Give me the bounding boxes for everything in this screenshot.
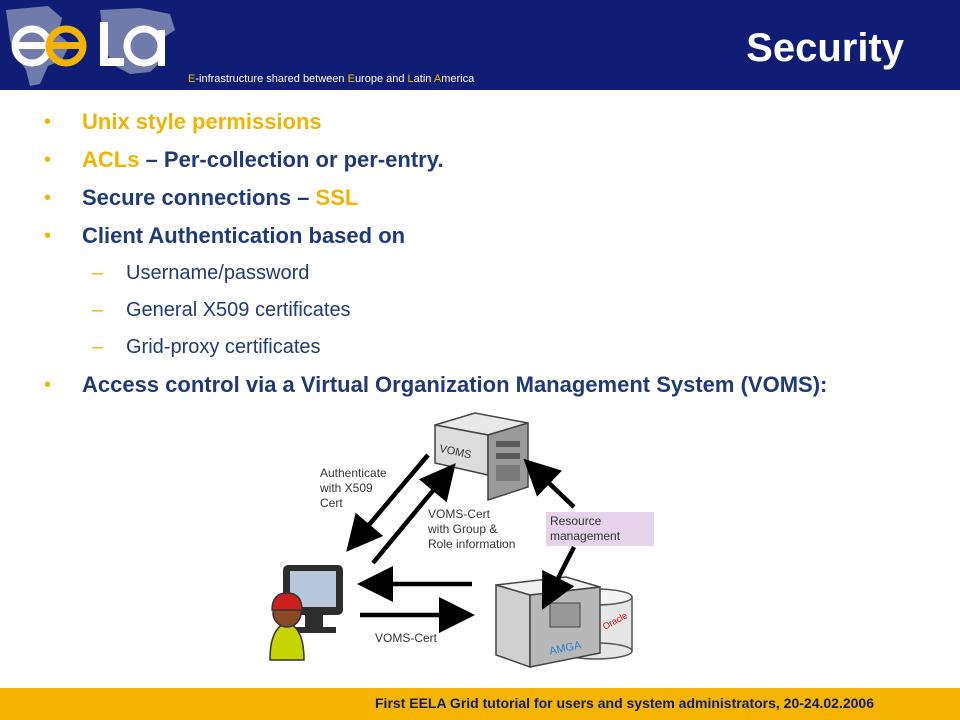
sub-bullet-grid-proxy: –Grid-proxy certificates [92,336,321,358]
bullet-dot-icon: • [44,187,52,209]
dash-icon: – [92,262,104,284]
sub-bullet-x509: –General X509 certificates [92,299,351,321]
resource-to-voms-arrow [523,458,576,509]
bullet-unix-permissions: •Unix style permissions [44,109,322,134]
bullet-dot-icon: • [44,225,52,247]
bullet-list: •Unix style permissions •ACLs – Per-coll… [44,108,934,409]
bullet-client-auth: •Client Authentication based on [44,223,406,248]
user-computer-icon [269,565,343,661]
footer-text: First EELA Grid tutorial for users and s… [375,695,874,711]
voms-cert-return-arrow [371,463,456,565]
voms-cert-label: VOMS-Cert [375,631,438,645]
header-bar: E-infrastructure shared between Europe a… [0,0,960,90]
resource-to-amga-arrow [541,545,577,611]
dash-icon: – [92,336,104,358]
authenticate-arrow [346,453,430,552]
footer-bar: First EELA Grid tutorial for users and s… [0,688,960,720]
amga-server-icon [495,576,601,669]
bullet-secure-connections: •Secure connections – SSL [44,185,359,210]
eela-logo [6,6,175,86]
bullet-dot-icon: • [44,111,52,133]
bullet-dot-icon: • [44,149,52,171]
slide-title: Security [746,26,904,70]
bullet-dot-icon: • [44,374,52,396]
bullet-voms: •Access control via a Virtual Organizati… [44,372,828,397]
resource-management-box [546,512,654,546]
tagline: E-infrastructure shared between Europe a… [188,73,475,85]
dash-icon: – [92,299,104,321]
diagram-graphics [269,412,654,669]
bullet-acls: •ACLs – Per-collection or per-entry. [44,147,444,172]
sub-bullet-username-password: –Username/password [92,262,310,284]
